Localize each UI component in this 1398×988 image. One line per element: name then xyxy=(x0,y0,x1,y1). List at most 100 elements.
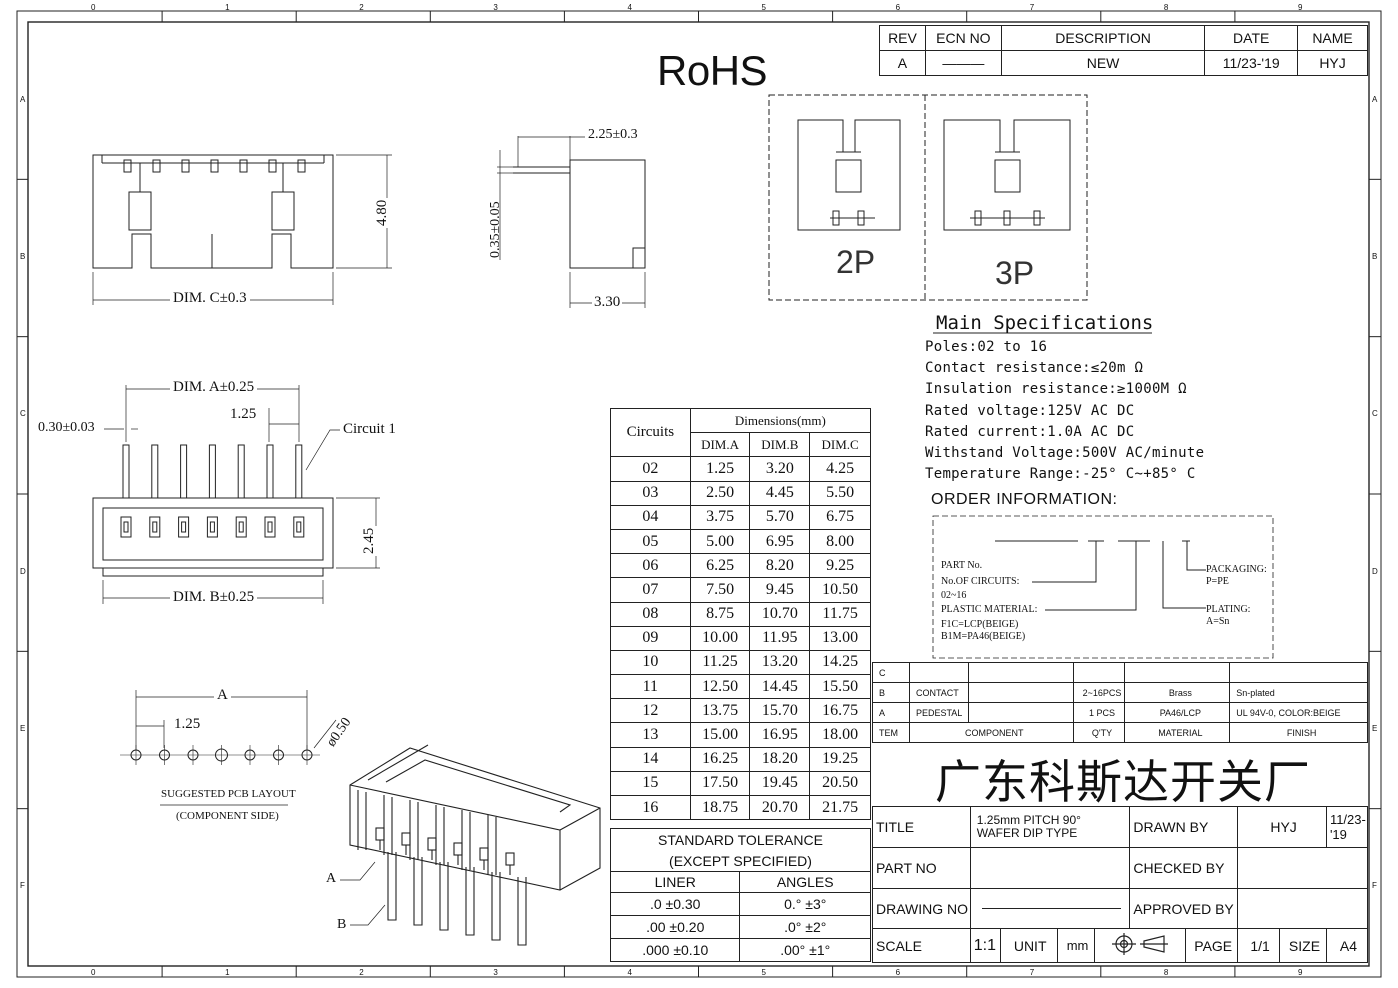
dim-a-header: DIM.A xyxy=(689,432,751,458)
zone-col-2: 2 xyxy=(359,968,364,977)
bom-item: B xyxy=(872,682,910,703)
bom-blank xyxy=(967,682,1074,703)
front-pin xyxy=(295,444,303,499)
iso-wall xyxy=(357,790,367,850)
projection-symbol-icon xyxy=(1094,928,1187,963)
zone-col-1: 1 xyxy=(225,3,230,12)
order-plastic-label: PLASTIC MATERIAL: xyxy=(941,604,1038,615)
front-contact xyxy=(238,521,244,533)
iso-wall xyxy=(383,795,393,855)
bom-qty: 1 PCS xyxy=(1072,702,1126,723)
dim-c-cell: 5.50 xyxy=(809,480,871,506)
front-pin xyxy=(180,444,188,499)
iso-pin xyxy=(405,845,423,926)
dim-a-cell: 12.50 xyxy=(689,674,751,700)
spec-line: Poles:02 to 16 xyxy=(925,339,1048,355)
tolerance-title: STANDARD TOLERANCE xyxy=(610,828,871,850)
bom-qty: 2~16PCS xyxy=(1072,682,1126,703)
iso-contact xyxy=(453,842,463,856)
dim-b-cell: 11.95 xyxy=(749,625,811,651)
dim-b-cell: 15.70 xyxy=(749,698,811,724)
circuits-cell: 14 xyxy=(610,746,691,772)
zone-col-5: 5 xyxy=(761,3,766,12)
dim-c-header: DIM.C xyxy=(809,432,871,458)
rev-header: REV xyxy=(879,25,926,51)
bom-material xyxy=(1124,662,1231,683)
ecn-value: ——— xyxy=(924,50,1002,76)
bom-item: A xyxy=(872,702,910,723)
order-plastic-v1: F1C=LCP(BEIGE) xyxy=(941,619,1019,630)
dim-b-header: DIM.B xyxy=(749,432,811,458)
circuits-cell: 02 xyxy=(610,456,691,482)
pcb-pitch-label: 1.25 xyxy=(174,716,201,732)
dimensions-table: Circuits Dimensions(mm) DIM.A DIM.B DIM.… xyxy=(610,407,872,821)
top-pin xyxy=(123,159,132,173)
circuits-cell: 16 xyxy=(610,794,691,821)
dim-b-cell: 16.95 xyxy=(749,722,811,748)
bom-component: PEDESTAL xyxy=(908,702,969,723)
front-slot xyxy=(149,516,161,538)
dim-b-cell: 18.20 xyxy=(749,746,811,772)
zone-col-8: 8 xyxy=(1163,3,1169,12)
dim-a-cell: 1.25 xyxy=(689,456,751,482)
name-value: HYJ xyxy=(1297,50,1368,76)
dim-a-cell: 10.00 xyxy=(689,625,751,651)
dim-a-cell: 5.00 xyxy=(689,528,751,555)
pcb-layout-subtitle: (COMPONENT SIDE) xyxy=(176,810,279,822)
zone-row-E: E xyxy=(20,724,26,733)
front-slot xyxy=(120,516,132,538)
top-pin xyxy=(239,159,248,173)
bom-blank xyxy=(967,702,1074,723)
tolerance-row: .00 ±0.20.0° ±2° xyxy=(609,915,871,939)
bom-component: CONTACT xyxy=(908,682,969,703)
dimensions-header: Dimensions(mm) xyxy=(689,407,872,434)
liner-header: LINER xyxy=(609,871,741,893)
circuits-cell: 12 xyxy=(610,698,691,724)
variant-2p-label: 2P xyxy=(836,244,876,280)
order-part-no: PART No. xyxy=(941,560,983,571)
dim-b-cell: 13.20 xyxy=(749,649,811,676)
spec-line: Temperature Range:-25° C~+85° C xyxy=(925,466,1196,483)
bom-finish: UL 94V-0, COLOR:BEIGE xyxy=(1229,702,1368,723)
iso-contact xyxy=(375,827,385,841)
drawn-by-label: DRAWN BY xyxy=(1129,806,1239,848)
drawn-by-value: HYJ xyxy=(1237,806,1327,848)
angle-cell: .0° ±2° xyxy=(739,915,871,939)
front-pin xyxy=(122,444,130,499)
dim-c-cell: 10.50 xyxy=(809,577,871,603)
zone-col-1: 1 xyxy=(225,968,230,977)
company-name: 广东科斯达开关厂 xyxy=(935,755,1311,809)
iso-label-b: B xyxy=(337,917,347,932)
dim-c-cell: 13.00 xyxy=(809,625,871,651)
top-pin xyxy=(210,159,219,173)
angle-cell: .00° ±1° xyxy=(739,938,871,962)
zone-col-3: 3 xyxy=(493,3,498,12)
front-slot xyxy=(235,516,247,538)
circuits-cell: 09 xyxy=(610,625,691,651)
dim-a-cell: 6.25 xyxy=(689,553,751,579)
tolerance-row: .000 ±0.10.00° ±1° xyxy=(609,938,871,962)
front-contact xyxy=(209,521,215,533)
order-circuits-label: No.OF CIRCUITS: xyxy=(941,576,1020,587)
iso-pin xyxy=(483,860,501,941)
spec-line: Withstand Voltage:500V AC/minute xyxy=(925,445,1205,461)
order-plating-label: PLATING: xyxy=(1206,604,1251,615)
zone-col-9: 9 xyxy=(1297,968,1303,977)
dim-a-cell: 7.50 xyxy=(689,577,751,603)
tolerance-table: STANDARD TOLERANCE (EXCEPT SPECIFIED) LI… xyxy=(609,828,871,962)
scale-value: 1:1 xyxy=(969,928,1001,963)
zone-row-E: E xyxy=(1372,724,1378,733)
circuits-cell: 05 xyxy=(610,528,691,555)
main-specs-title: Main Specifications xyxy=(936,312,1154,334)
scale-label: SCALE xyxy=(872,928,971,963)
side-dim-1: 2.25±0.3 xyxy=(588,127,638,142)
angles-header: ANGLES xyxy=(739,871,871,893)
zone-col-6: 6 xyxy=(895,968,901,977)
zone-row-B: B xyxy=(1372,252,1378,261)
unit-value: mm xyxy=(1056,928,1096,963)
